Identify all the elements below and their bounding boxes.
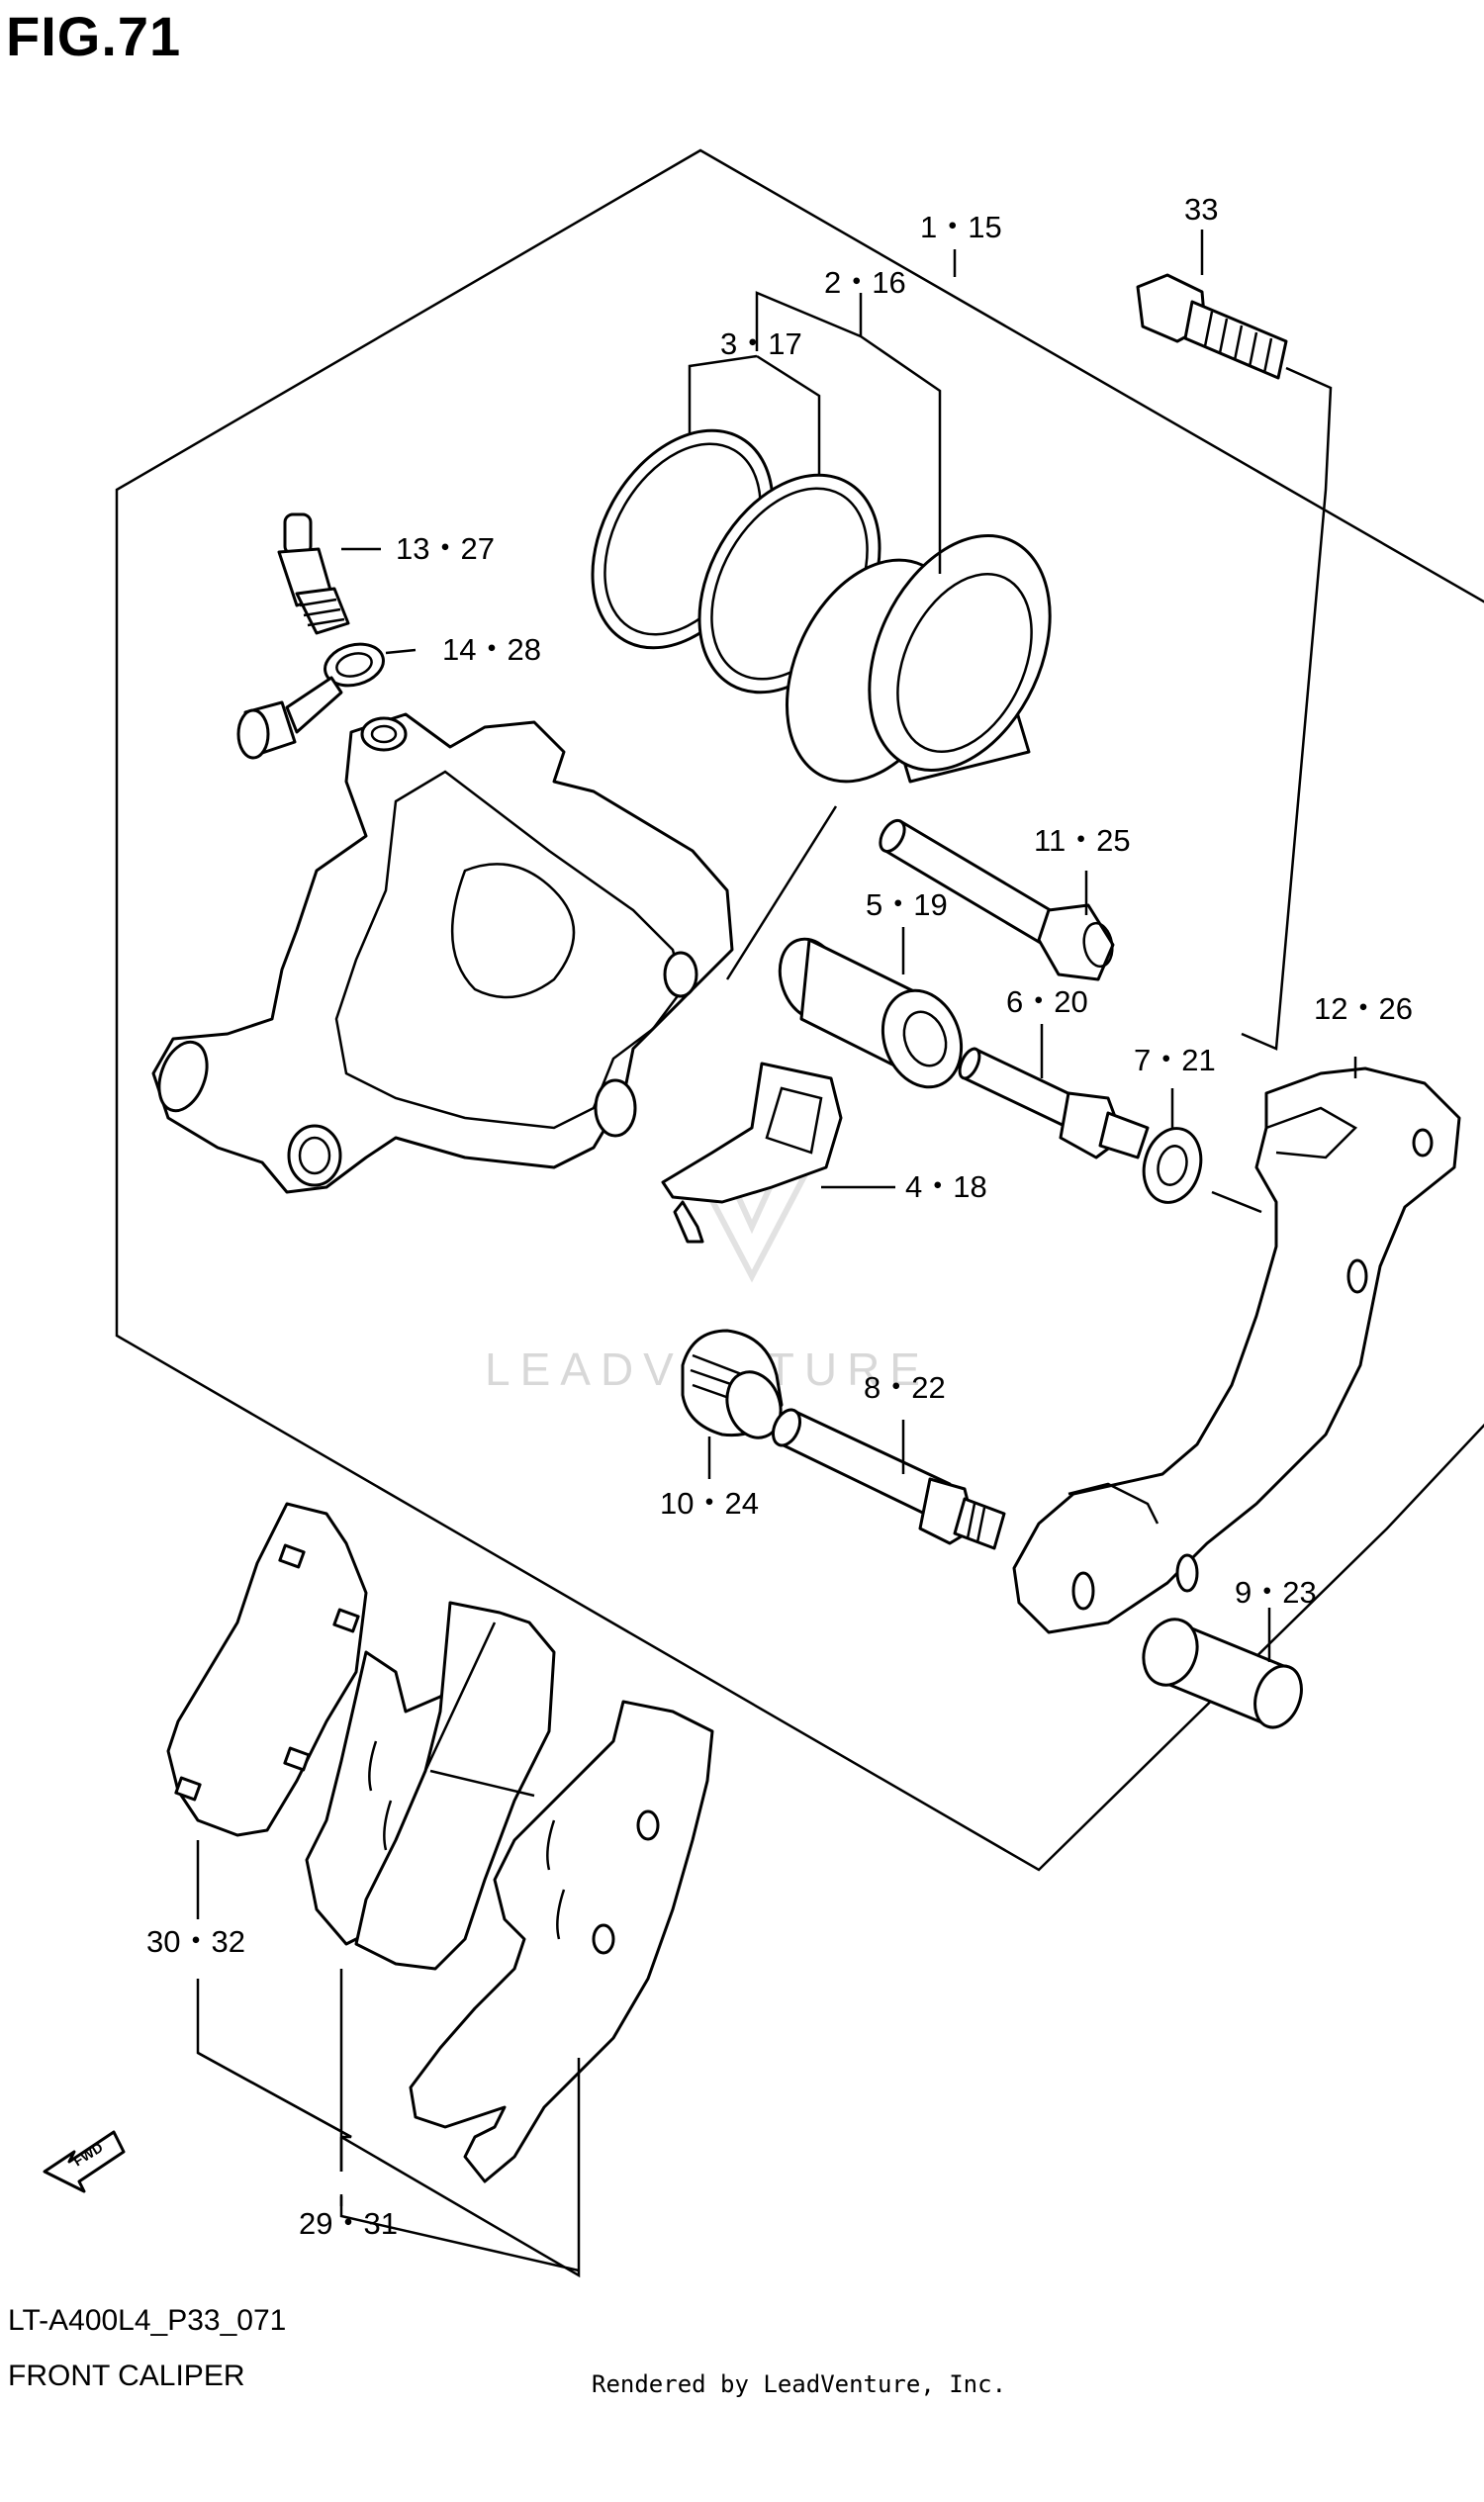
bracket-pin — [771, 1408, 1006, 1550]
piston-seal-rings — [591, 428, 881, 695]
callout-1-15: 1・15 — [920, 210, 1002, 244]
callout-11-25: 11・25 — [1034, 823, 1131, 858]
callout-3-17: 3・17 — [720, 326, 802, 361]
pin-boot — [681, 1329, 784, 1439]
caliper-bracket — [1012, 1066, 1461, 1634]
caliper-body — [151, 712, 734, 1194]
callout-30-32: 30・32 — [146, 1924, 245, 1959]
callout-13-27: 13・27 — [396, 531, 495, 566]
bracket-sleeve — [1142, 1618, 1303, 1729]
caliper-slide-pin — [958, 1047, 1150, 1159]
brake-pad-inner — [354, 1601, 556, 1971]
callout-6-20: 6・20 — [1006, 984, 1088, 1019]
callout-7-21: 7・21 — [1134, 1043, 1216, 1077]
callout-12-26: 12・26 — [1314, 991, 1413, 1026]
fwd-direction-arrow: FWD — [43, 2130, 126, 2193]
pad-spring — [661, 1062, 843, 1244]
render-credit: Rendered by LeadVenture, Inc. — [592, 2370, 1007, 2398]
caliper-piston — [785, 534, 1052, 784]
caliper-pin-bolt — [879, 818, 1115, 981]
bleeder-cap — [236, 642, 385, 760]
callout-10-24: 10・24 — [660, 1486, 759, 1521]
callout-9-23: 9・23 — [1235, 1575, 1317, 1610]
pad-shim-outer — [409, 1700, 714, 2183]
washer — [1142, 1127, 1203, 1204]
figure-caption: FRONT CALIPER — [8, 2360, 245, 2392]
callout-33: 33 — [1184, 192, 1218, 227]
callout-14-28: 14・28 — [442, 632, 541, 667]
callout-5-19: 5・19 — [866, 887, 948, 922]
figure-title: FIG.71 — [6, 5, 182, 67]
leader-lines — [196, 230, 1357, 2278]
mounting-bolt — [1136, 273, 1288, 380]
callout-29-31: 29・31 — [299, 2206, 398, 2241]
model-code: LT-A400L4_P33_071 — [8, 2304, 287, 2337]
bleeder-screw — [277, 512, 350, 635]
brake-pad-outer — [166, 1502, 368, 1837]
callout-4-18: 4・18 — [905, 1169, 987, 1204]
caliper-boot — [778, 937, 964, 1089]
callout-8-22: 8・22 — [864, 1370, 946, 1405]
callout-2-16: 2・16 — [824, 265, 906, 300]
callout-labels: 1・15 2・16 3・17 33 13・27 14・28 11・25 5・19… — [146, 192, 1413, 2241]
